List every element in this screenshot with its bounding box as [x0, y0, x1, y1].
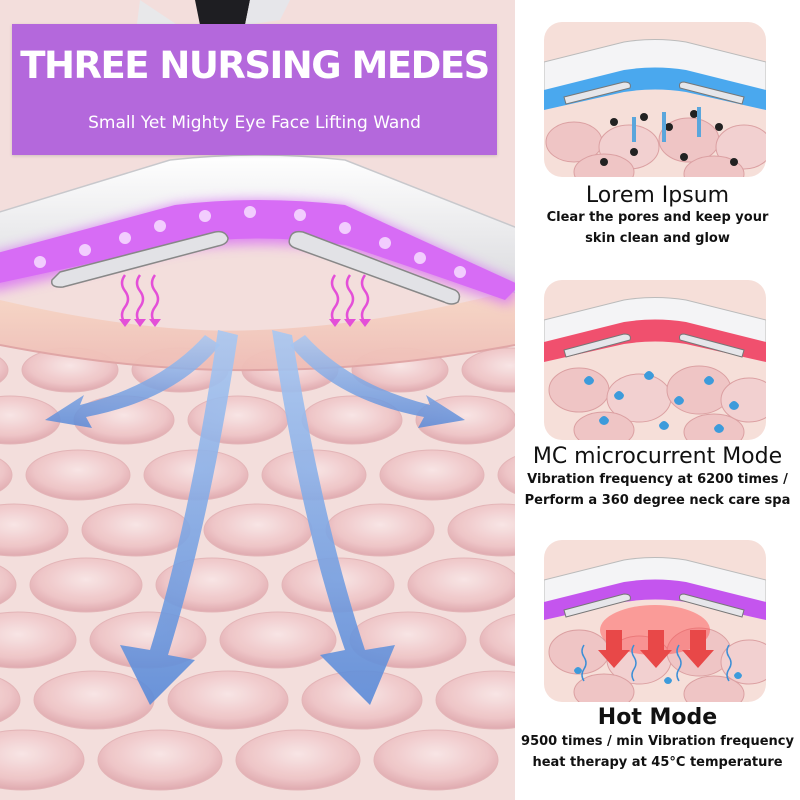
- skin-cell: [97, 729, 223, 791]
- skin-cell: [447, 503, 515, 557]
- skin-cell: [0, 357, 9, 383]
- skin-cell: [0, 458, 13, 492]
- skin-cell: [479, 613, 515, 667]
- mode-3-desc-line-2: heat therapy at 45°C temperature: [532, 755, 783, 770]
- mode-1-desc-line-2: skin clean and glow: [585, 231, 730, 246]
- mode-2-description: Vibration frequency at 6200 times / Perf…: [515, 469, 800, 511]
- mode-3-thumbnail: [544, 540, 766, 702]
- skin-cell: [0, 729, 85, 791]
- skin-cell: [407, 557, 515, 613]
- mode-1-thumbnail: [544, 22, 766, 177]
- skin-cell: [219, 611, 337, 669]
- mode-1-description: Clear the pores and keep your skin clean…: [515, 207, 800, 249]
- skin-cell: [435, 670, 515, 730]
- skin-cell: [497, 455, 515, 495]
- skin-cell: [25, 449, 131, 501]
- banner-title: THREE NURSING MEDES: [20, 44, 490, 87]
- title-banner: THREE NURSING MEDES Small Yet Mighty Eye…: [12, 24, 497, 155]
- mode-2-thumbnail: [544, 280, 766, 440]
- skin-cell: [325, 503, 435, 557]
- penetration-arrows: [45, 330, 465, 705]
- skin-cell: [0, 565, 17, 605]
- mode-2-title: MC microcurrent Mode: [532, 444, 783, 469]
- skin-cell: [235, 729, 361, 791]
- skin-cell: [373, 729, 499, 791]
- mode-2-desc-line-2: Perform a 360 degree neck care spa: [524, 493, 791, 508]
- skin-cell: [0, 503, 69, 557]
- skin-cell: [0, 677, 21, 723]
- mode-1-desc-line-1: Clear the pores and keep your: [546, 210, 769, 225]
- skin-cell: [0, 611, 77, 669]
- mode-1-title: Lorem Ipsum: [585, 183, 730, 208]
- mode-3-description: 9500 times / min Vibration frequency hea…: [515, 731, 800, 773]
- mode-3-title: Hot Mode: [597, 705, 718, 730]
- skin-cell: [33, 670, 155, 730]
- mode-2-desc-line-1: Vibration frequency at 6200 times /: [527, 472, 788, 487]
- main-illustration: THREE NURSING MEDES Small Yet Mighty Eye…: [0, 0, 515, 800]
- skin-cell: [203, 503, 313, 557]
- banner-subtitle: Small Yet Mighty Eye Face Lifting Wand: [88, 113, 421, 133]
- skin-cell: [461, 347, 515, 393]
- mode-3-desc-line-1: 9500 times / min Vibration frequency: [521, 734, 794, 749]
- skin-cell: [379, 449, 485, 501]
- skin-cell: [29, 557, 143, 613]
- skin-cell: [81, 503, 191, 557]
- skin-cell: [167, 670, 289, 730]
